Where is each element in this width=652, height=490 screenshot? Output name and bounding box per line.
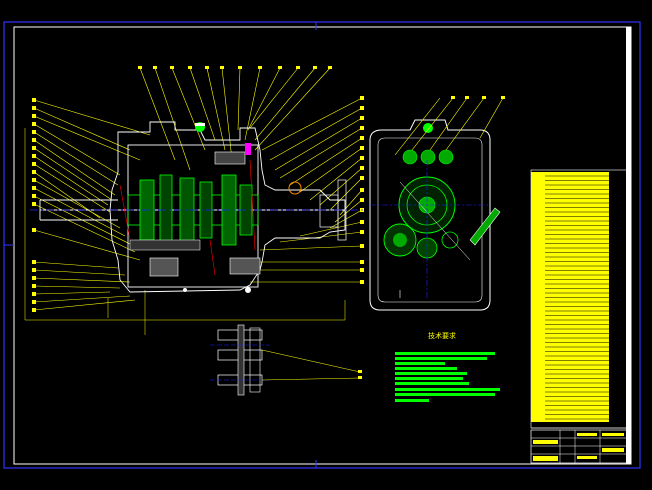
- leader-lines-right: [245, 97, 363, 283]
- technical-notes: [395, 352, 500, 402]
- leader-tags-right: [360, 96, 364, 284]
- leader-lines-left: [33, 99, 151, 311]
- section-lines: [119, 159, 256, 276]
- leader-tags-top: [138, 66, 332, 69]
- side-view: [369, 96, 505, 311]
- notes-title: 技术要求: [428, 332, 456, 340]
- gear-components: [127, 122, 347, 293]
- detail-view: [210, 324, 362, 396]
- main-section-view: [24, 66, 365, 335]
- dimension-lines: [24, 128, 346, 335]
- leader-tags-left: [32, 98, 36, 312]
- frame-edge: [626, 27, 631, 464]
- title-block: [530, 429, 628, 464]
- parts-list: [530, 169, 628, 429]
